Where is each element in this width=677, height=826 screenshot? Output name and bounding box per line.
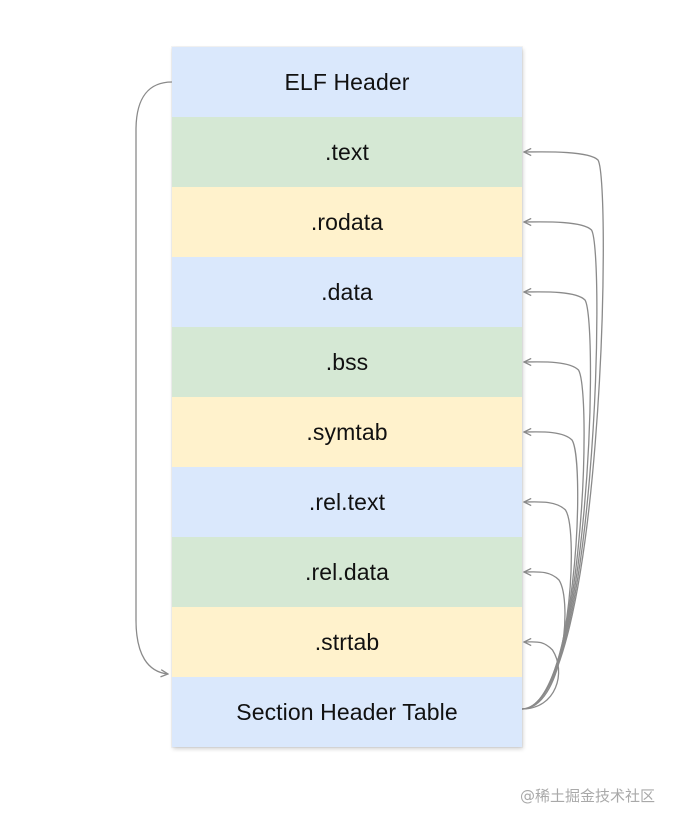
section-strtab: .strtab xyxy=(172,607,522,677)
arrow-to-bss xyxy=(521,362,585,710)
arrow-to-rel-text xyxy=(521,502,572,710)
header-to-section-table-arrow xyxy=(135,81,173,674)
section-bss: .bss xyxy=(172,327,522,397)
section-header-arrows xyxy=(521,152,604,710)
section-header-table: Section Header Table xyxy=(172,677,522,747)
arrow-to-symtab xyxy=(521,432,579,710)
section-data: .data xyxy=(172,257,522,327)
arrow-to-rodata xyxy=(521,222,598,710)
section-elf-header: ELF Header xyxy=(172,47,522,117)
watermark: @稀土掘金技术社区 xyxy=(519,787,655,805)
arrow-to-data xyxy=(521,292,592,710)
section-rodata: .rodata xyxy=(172,187,522,257)
arrow-to-rel-data xyxy=(521,572,566,710)
section-symtab: .symtab xyxy=(172,397,522,467)
arrow-to-strtab xyxy=(521,642,560,710)
arrow-to-text xyxy=(521,152,604,710)
section-rel-text: .rel.text xyxy=(172,467,522,537)
section-text: .text xyxy=(172,117,522,187)
section-rel-data: .rel.data xyxy=(172,537,522,607)
elf-layout-stack: ELF Header .text .rodata .data .bss .sym… xyxy=(172,47,522,747)
